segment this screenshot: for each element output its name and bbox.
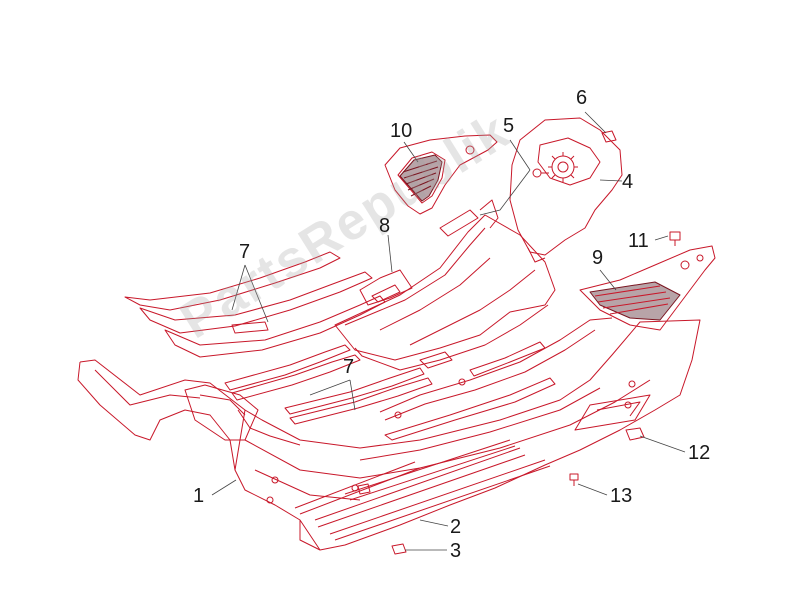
part-3-clip (391, 543, 407, 555)
callout-12: 12 (688, 442, 711, 464)
callout-4: 4 (622, 171, 634, 193)
part-9-footrest (579, 245, 716, 331)
callout-8: 8 (379, 215, 391, 237)
callout-13: 13 (610, 485, 633, 507)
leader-8 (387, 234, 393, 273)
part-13-screw (569, 473, 579, 486)
part-1-footboard-body (77, 317, 701, 551)
part-8-storage-tray (334, 199, 556, 371)
part-6-clip (601, 130, 617, 143)
part-10-mat-holder (384, 134, 498, 215)
leader-2 (419, 519, 449, 527)
part-12-clip (625, 427, 645, 441)
leader-5 (479, 139, 531, 216)
callout-7-upper: 7 (239, 241, 251, 263)
leader-9 (599, 269, 617, 291)
leader-4 (599, 179, 623, 182)
leader-lines (211, 111, 686, 551)
part-5-screw (532, 168, 549, 178)
callout-3: 3 (450, 540, 462, 562)
callout-10: 10 (390, 120, 413, 142)
callout-11: 11 (628, 230, 649, 252)
callout-5: 5 (503, 115, 515, 137)
leader-7b (309, 379, 356, 411)
leader-1 (211, 479, 237, 496)
callout-1: 1 (193, 485, 205, 507)
callout-7-lower: 7 (343, 356, 355, 378)
leader-11 (654, 235, 669, 241)
part-10-mat-inset (399, 154, 443, 202)
part-4-inner-cover (509, 117, 623, 263)
leader-7a (231, 264, 269, 323)
leader-12 (639, 435, 686, 453)
callout-6: 6 (576, 87, 588, 109)
part-2-clip (357, 483, 371, 495)
leader-6 (584, 111, 607, 134)
part-11-screw (669, 231, 681, 246)
part-7-lower-strips (224, 341, 556, 441)
callout-2: 2 (450, 516, 462, 538)
leader-13 (577, 483, 608, 496)
callout-9: 9 (592, 247, 604, 269)
leader-10 (403, 141, 419, 163)
